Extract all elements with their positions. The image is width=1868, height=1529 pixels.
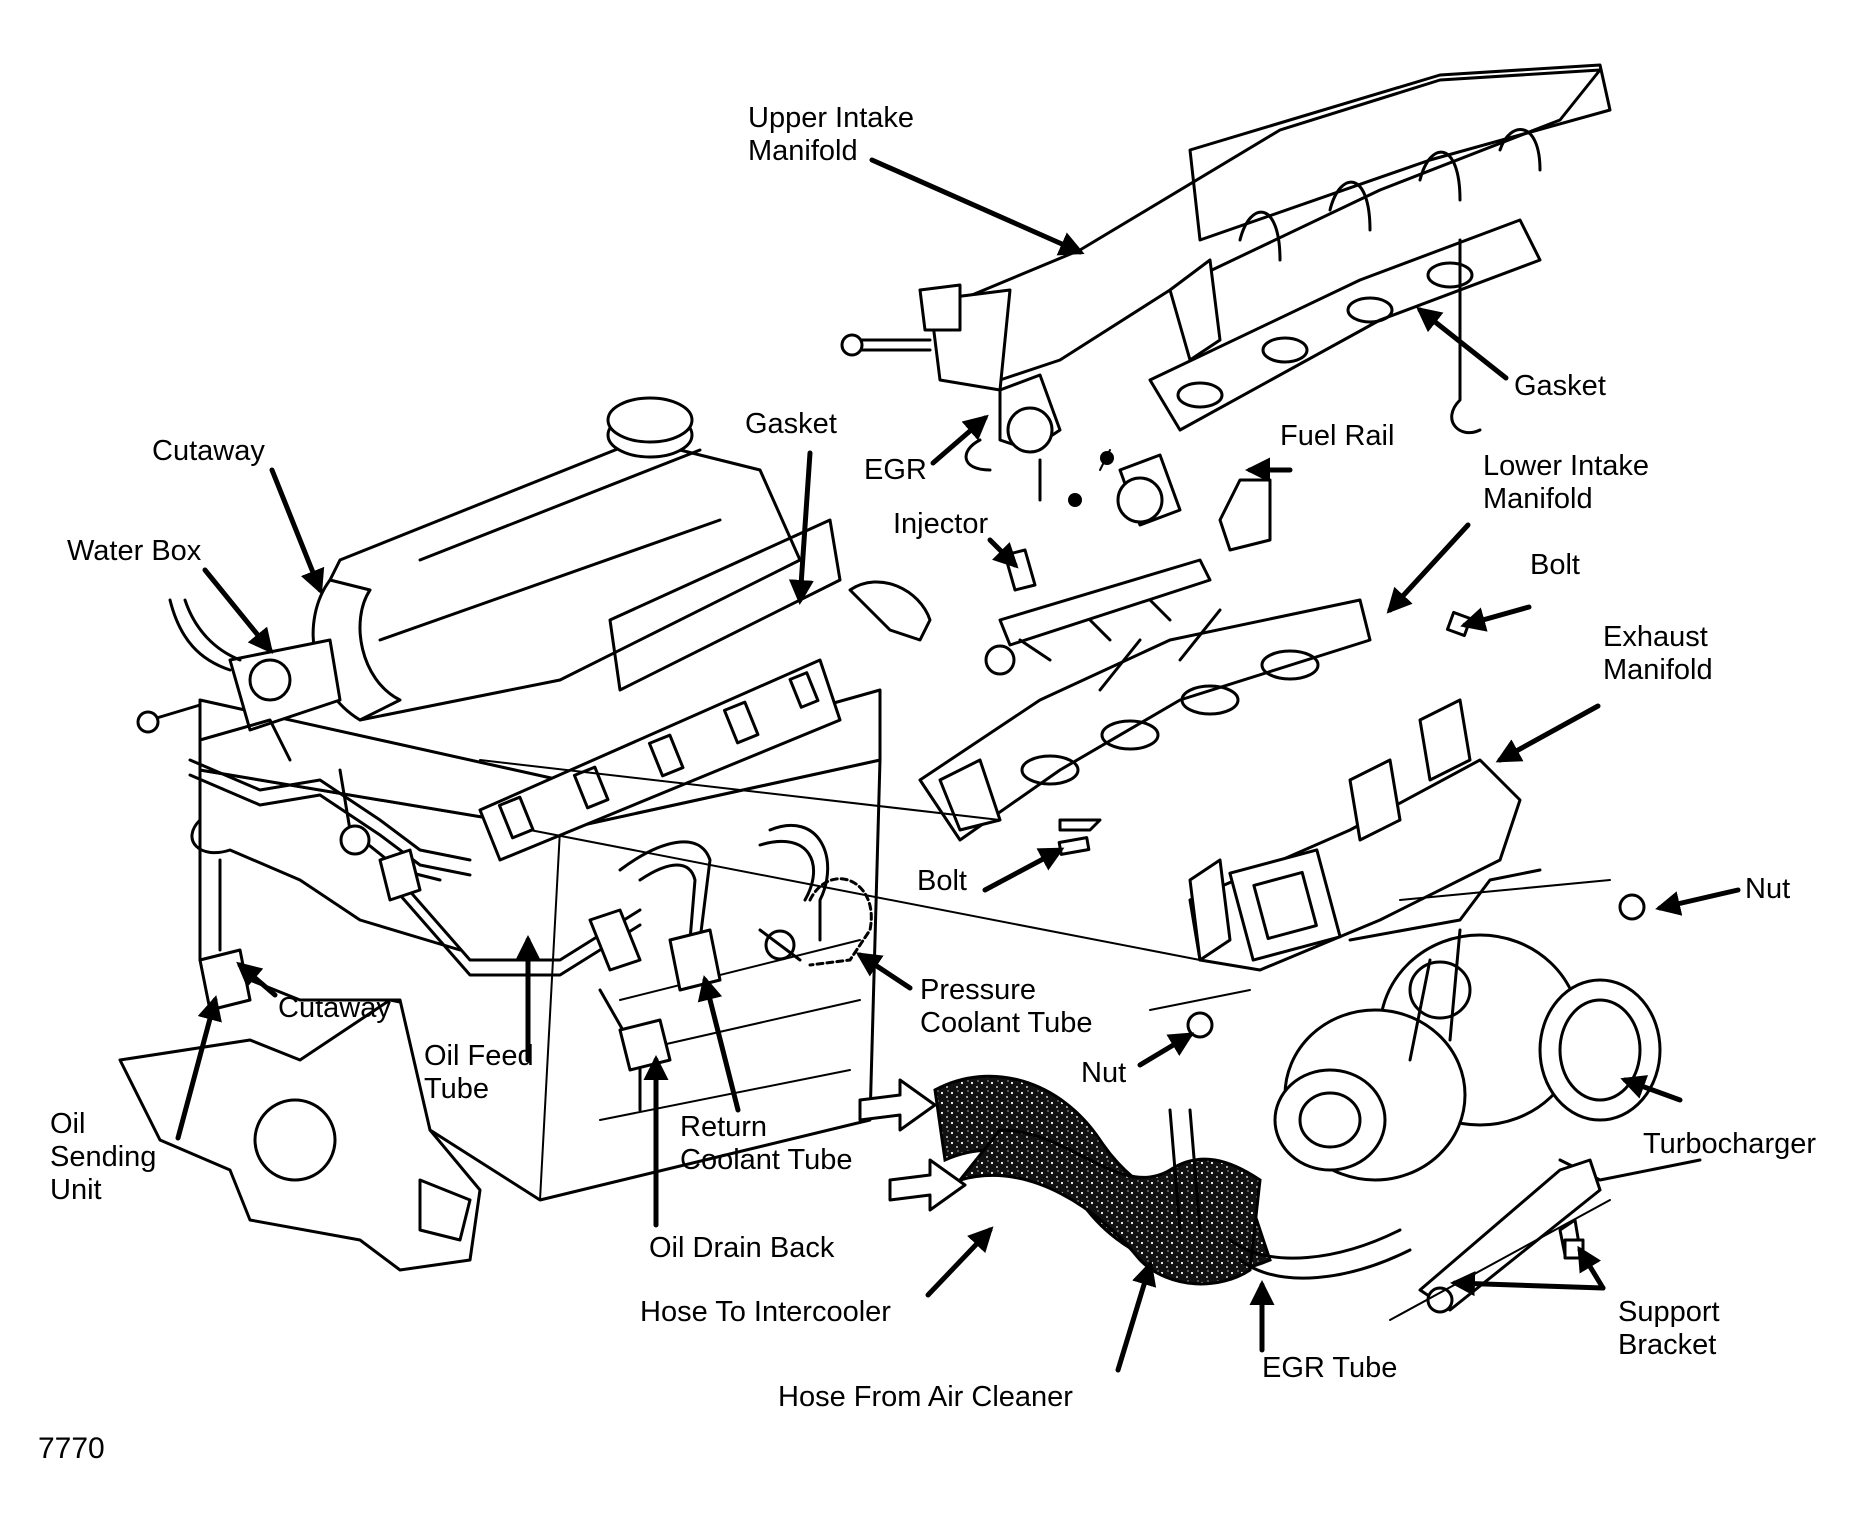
label-pressure-coolant-tube: Pressure Coolant Tube <box>920 974 1093 1040</box>
label-oil-sending-unit-line2: Sending <box>50 1141 157 1173</box>
water-box-assembly <box>136 598 642 1012</box>
exhaust-manifold <box>1188 698 1522 972</box>
egr-valve <box>964 373 1062 502</box>
label-egr-tube: EGR Tube <box>1262 1352 1398 1384</box>
label-hose-from-air-cleaner: Hose From Air Cleaner <box>778 1381 1073 1413</box>
label-return-coolant-tube-line1: Return <box>680 1111 768 1143</box>
label-hose-to-intercooler: Hose To Intercooler <box>640 1296 891 1328</box>
label-fuel-rail: Fuel Rail <box>1280 420 1395 452</box>
label-pressure-coolant-tube-line1: Pressure <box>920 974 1037 1006</box>
label-cutaway-top: Cutaway <box>152 435 265 467</box>
upper-intake-manifold <box>840 63 1612 435</box>
label-lower-intake-manifold-line2: Manifold <box>1483 483 1593 515</box>
label-egr: EGR <box>864 454 927 486</box>
label-lower-intake-manifold-line1: Lower Intake <box>1483 450 1650 482</box>
label-return-coolant-tube-line2: Coolant Tube <box>680 1144 853 1176</box>
label-nut-center: Nut <box>1081 1057 1127 1089</box>
label-gasket-center: Gasket <box>745 408 837 440</box>
label-return-coolant-tube: Return Coolant Tube <box>680 1111 853 1177</box>
label-turbocharger: Turbocharger <box>1643 1128 1817 1160</box>
figure-number: 7770 <box>38 1432 105 1465</box>
label-bolt-center: Bolt <box>917 865 967 897</box>
label-oil-feed-tube: Oil Feed Tube <box>424 1040 534 1106</box>
label-upper-intake-manifold: Upper Intake Manifold <box>748 102 914 168</box>
leader-arrows <box>175 157 1741 1373</box>
label-oil-sending-unit-line3: Unit <box>50 1174 102 1206</box>
label-exhaust-manifold-line2: Manifold <box>1603 654 1713 686</box>
label-bolt-right: Bolt <box>1530 549 1580 581</box>
label-injector: Injector <box>893 508 989 540</box>
label-oil-feed-tube-line1: Oil Feed <box>424 1040 534 1072</box>
label-upper-intake-manifold-line1: Upper Intake <box>748 102 915 134</box>
label-oil-feed-tube-line2: Tube <box>424 1073 490 1105</box>
label-support-bracket-line2: Bracket <box>1618 1329 1717 1361</box>
tubes-lower <box>588 823 873 1112</box>
label-support-bracket: Support Bracket <box>1618 1296 1720 1362</box>
label-oil-drain-back: Oil Drain Back <box>649 1232 835 1264</box>
label-support-bracket-line1: Support <box>1618 1296 1720 1328</box>
label-upper-intake-manifold-line2: Manifold <box>748 135 858 167</box>
label-gasket-top: Gasket <box>1514 370 1606 402</box>
alignment-lines <box>479 759 1611 1321</box>
hoses <box>858 1074 1412 1286</box>
label-lower-intake-manifold: Lower Intake Manifold <box>1483 450 1649 516</box>
label-water-box: Water Box <box>67 535 202 567</box>
label-pressure-coolant-tube-line2: Coolant Tube <box>920 1007 1093 1039</box>
lower-intake-manifold <box>918 598 1372 842</box>
label-oil-sending-unit: Oil Sending Unit <box>50 1108 156 1207</box>
label-nut-right: Nut <box>1745 873 1791 905</box>
label-cutaway-bottom: Cutaway <box>278 992 391 1024</box>
label-exhaust-manifold: Exhaust Manifold <box>1603 621 1713 687</box>
label-oil-sending-unit-line1: Oil <box>50 1108 86 1140</box>
label-exhaust-manifold-line1: Exhaust <box>1603 621 1708 653</box>
turbocharger-unit <box>1273 868 1702 1182</box>
